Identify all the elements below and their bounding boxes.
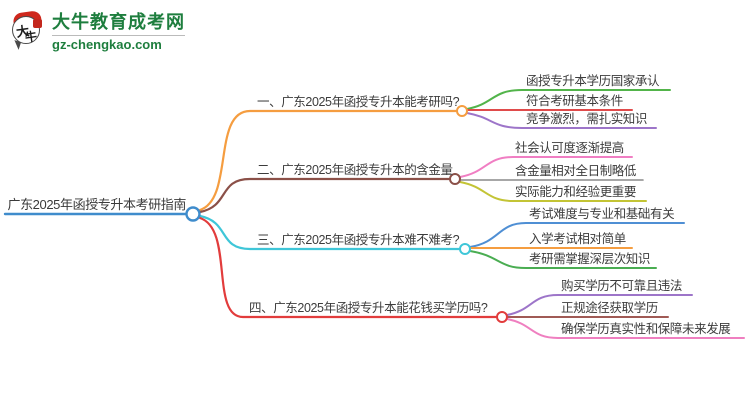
branch-3-label: 三、广东2025年函授专升本难不难考?: [257, 232, 460, 247]
branch-4-child-3-label: 确保学历真实性和保障未来发展: [561, 321, 731, 336]
branch-1-child-2-label: 符合考研基本条件: [526, 93, 623, 108]
branch-4-child-2-label: 正规途径获取学历: [561, 300, 658, 315]
branch-2-node-circle[interactable]: [449, 173, 461, 185]
branch-2-child-1-label: 社会认可度逐渐提高: [515, 140, 624, 155]
site-url: gz-chengkao.com: [52, 34, 185, 52]
branch-2-link: [198, 177, 451, 214]
branch-1-child-1-label: 函授专升本学历国家承认: [526, 73, 660, 88]
branch-3-link: [198, 214, 461, 251]
branch-4-node-circle[interactable]: [496, 311, 508, 323]
site-logo[interactable]: 大 牛 大牛教育成考网 gz-chengkao.com: [10, 10, 185, 52]
branch-2-child-1-link: [459, 156, 633, 178]
logo-red-seal: [33, 19, 42, 28]
branch-3-child-2-label: 入学考试相对简单: [529, 231, 626, 246]
branch-2-child-2-label: 含金量相对全日制略低: [515, 163, 637, 178]
branch-1-child-3-link: [466, 112, 657, 129]
branch-4-child-1-link: [506, 294, 693, 316]
branch-3-child-1-label: 考试难度与专业和基础有关: [529, 206, 675, 221]
branch-2-label: 二、广东2025年函授专升本的含金量: [257, 162, 453, 177]
branch-4-child-3-link: [506, 318, 745, 339]
branch-3-child-3-link: [469, 250, 657, 269]
branch-3-child-3-label: 考研需掌握深层次知识: [529, 251, 651, 266]
logo-bull-icon: 大 牛: [10, 10, 44, 50]
branch-3-child-1-link: [469, 222, 685, 248]
branch-1-link: [198, 109, 458, 212]
branch-2-child-3-link: [459, 181, 647, 202]
site-name: 大牛教育成考网: [52, 12, 185, 32]
branch-1-node-circle[interactable]: [456, 105, 468, 117]
branch-2-child-3-label: 实际能力和经验更重要: [515, 184, 637, 199]
branch-4-label: 四、广东2025年函授专升本能花钱买学历吗?: [249, 300, 488, 315]
branch-1-label: 一、广东2025年函授专升本能考研吗?: [257, 94, 460, 109]
branch-1-child-1-link: [466, 89, 671, 110]
branch-4-child-1-label: 购买学历不可靠且违法: [561, 278, 683, 293]
branch-3-node-circle[interactable]: [459, 243, 471, 255]
root-node-circle[interactable]: [185, 206, 201, 222]
root-label: 广东2025年函授专升本考研指南: [7, 197, 186, 212]
branch-1-child-3-label: 竞争激烈，需扎实知识: [526, 111, 648, 126]
branch-4-link: [198, 216, 498, 319]
